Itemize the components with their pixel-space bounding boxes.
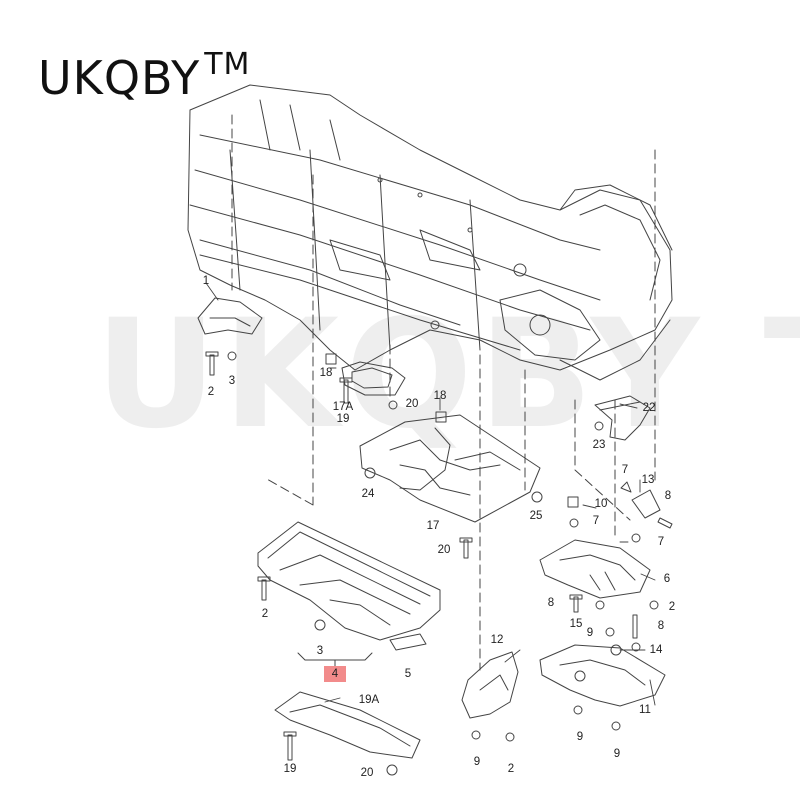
callout-label-c25: 25 xyxy=(530,510,543,522)
part-4-bracket-lines xyxy=(297,652,373,668)
part-4-underbody-shield xyxy=(257,521,441,641)
callout-label-c20b: 20 xyxy=(438,544,451,556)
part-22-strap xyxy=(594,395,651,441)
callout-label-c14: 14 xyxy=(650,644,663,656)
callout-label-c17: 17 xyxy=(427,520,440,532)
callout-4-highlight xyxy=(324,666,346,682)
callout-label-c5: 5 xyxy=(405,668,411,680)
callout-label-c15: 15 xyxy=(570,618,583,630)
callout-label-c6: 6 xyxy=(664,573,670,585)
part-11-rear-shield xyxy=(539,644,666,707)
callout-label-c24: 24 xyxy=(362,488,375,500)
callout-label-c19a: 19 xyxy=(337,413,350,425)
callout-label-c23: 23 xyxy=(593,439,606,451)
vehicle-floor-pan xyxy=(187,84,673,381)
callout-label-c17A: 17A xyxy=(333,401,354,413)
callout-label-c22: 22 xyxy=(643,402,656,414)
callout-label-c8c: 8 xyxy=(658,620,664,632)
part-1-bracket xyxy=(197,297,263,335)
callout-label-c9b: 9 xyxy=(474,756,480,768)
callout-label-c18b: 18 xyxy=(434,390,447,402)
callout-label-c7c: 7 xyxy=(658,536,664,548)
callout-label-c8b: 8 xyxy=(548,597,554,609)
callout-label-c9a: 9 xyxy=(587,627,593,639)
part-6-rear-bracket xyxy=(539,496,651,599)
leader-lines xyxy=(205,282,656,706)
callout-label-c9d: 9 xyxy=(614,748,620,760)
part-5-strip xyxy=(389,633,427,651)
part-12-bracket xyxy=(461,651,519,719)
callout-label-c19b: 19 xyxy=(284,763,297,775)
callout-label-c7a: 7 xyxy=(622,464,628,476)
callout-label-c11: 11 xyxy=(639,704,651,716)
callout-label-c1: 1 xyxy=(203,275,209,287)
callout-label-c9c: 9 xyxy=(577,731,583,743)
callout-label-c12: 12 xyxy=(491,634,504,646)
part-17A-seal xyxy=(325,353,406,396)
callout-label-c2c: 2 xyxy=(262,608,268,620)
callout-label-c2d: 2 xyxy=(508,763,514,775)
callout-label-c10: 10 xyxy=(595,498,608,510)
fasteners xyxy=(205,351,673,776)
callout-label-c3b: 3 xyxy=(317,645,323,657)
part-13-plate xyxy=(631,489,661,519)
callout-label-c18a: 18 xyxy=(320,367,333,379)
callout-label-c7b: 7 xyxy=(593,515,599,527)
part-19A-lower-shield xyxy=(274,691,421,759)
callout-label-c2b: 2 xyxy=(669,601,675,613)
callout-label-c13: 13 xyxy=(642,474,655,486)
callout-label-c2a: 2 xyxy=(208,386,214,398)
trademark-mark: TM xyxy=(204,47,251,82)
callout-label-c20a: 20 xyxy=(406,398,419,410)
assembly-lines xyxy=(231,114,656,671)
callout-label-c3a: 3 xyxy=(229,375,235,387)
part-17-center-panel xyxy=(359,411,541,523)
callout-label-c20c: 20 xyxy=(361,767,374,779)
callout-label-c8a: 8 xyxy=(665,490,671,502)
callout-label-c19A: 19A xyxy=(359,694,380,706)
brand-name: UKQBY xyxy=(38,51,201,105)
callout-label-c4: 4 xyxy=(332,668,339,680)
